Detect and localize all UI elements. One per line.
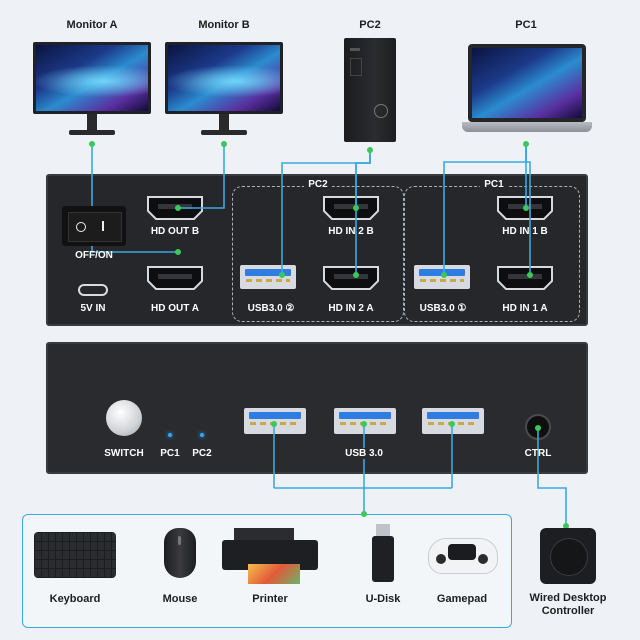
hd-in-2a-label: HD IN 2 A xyxy=(328,303,374,314)
led-pc2-label: PC2 xyxy=(192,448,212,459)
monitor-b-icon xyxy=(165,42,283,138)
keyboard-icon xyxy=(34,532,116,578)
mouse-icon xyxy=(164,528,196,578)
pc1-led xyxy=(168,433,172,437)
usb30-label: USB 3.0 xyxy=(340,448,388,459)
ctrl-port-icon xyxy=(525,414,551,440)
printer-icon xyxy=(222,528,318,584)
hd-in-2b-label: HD IN 2 B xyxy=(328,226,374,237)
printer-label: Printer xyxy=(252,593,288,605)
usb-port-icon xyxy=(422,408,484,434)
usb-drive-icon xyxy=(372,524,394,582)
hd-out-b-label: HD OUT B xyxy=(150,226,200,237)
hdmi-port-icon xyxy=(323,266,379,290)
controller-icon[interactable] xyxy=(540,528,596,584)
pc2-label: PC2 xyxy=(359,19,381,31)
monitor-b-label: Monitor B xyxy=(198,19,250,31)
usb-c-power-icon xyxy=(78,284,108,296)
monitor-a-icon xyxy=(33,42,151,138)
desktop-pc-icon xyxy=(344,38,396,142)
udisk-label: U-Disk xyxy=(365,593,401,605)
keyboard-label: Keyboard xyxy=(49,593,101,605)
hdmi-port-icon xyxy=(497,266,553,290)
pc2-group-label: PC2 xyxy=(304,179,332,190)
usb-pc2-label: USB3.0 ② xyxy=(247,303,295,314)
hdmi-port-icon xyxy=(147,196,203,220)
usb-pc1-label: USB3.0 ① xyxy=(419,303,467,314)
switch-label: SWITCH xyxy=(104,448,144,459)
usb-port-icon xyxy=(414,265,470,289)
usb-port-icon xyxy=(240,265,296,289)
hdmi-port-icon xyxy=(497,196,553,220)
mouse-label: Mouse xyxy=(162,593,198,605)
pc1-label: PC1 xyxy=(515,19,537,31)
usb-port-icon xyxy=(244,408,306,434)
laptop-icon xyxy=(462,44,592,140)
monitor-a-label: Monitor A xyxy=(66,19,118,31)
power-switch-icon[interactable] xyxy=(62,206,126,246)
gamepad-label: Gamepad xyxy=(436,593,488,605)
controller-label: Wired Desktop Controller xyxy=(529,592,607,617)
hd-in-1a-label: HD IN 1 A xyxy=(502,303,548,314)
hdmi-port-icon xyxy=(147,266,203,290)
hd-in-1b-label: HD IN 1 B xyxy=(502,226,548,237)
ctrl-label: CTRL xyxy=(524,448,552,459)
pc2-led xyxy=(200,433,204,437)
hd-out-a-label: HD OUT A xyxy=(151,303,199,314)
led-pc1-label: PC1 xyxy=(160,448,180,459)
power-switch-label: OFF/ON xyxy=(75,250,113,261)
gamepad-icon xyxy=(428,532,498,578)
usb-port-icon xyxy=(334,408,396,434)
switch-button[interactable] xyxy=(106,400,142,436)
hdmi-port-icon xyxy=(323,196,379,220)
pc1-group-label: PC1 xyxy=(480,179,508,190)
power-in-label: 5V IN xyxy=(80,303,106,314)
